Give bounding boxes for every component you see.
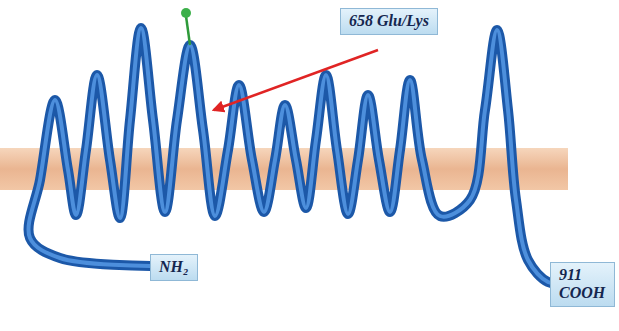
node-label: 911 COOH <box>559 266 605 303</box>
terminus-label: 911 COOH <box>550 262 615 307</box>
terminus-label: NH₂ <box>150 254 198 281</box>
node-label: 658 Glu/Lys <box>349 12 429 30</box>
glycosylation-dot <box>181 8 191 18</box>
leader-arrow <box>214 50 378 110</box>
chain-tube <box>28 28 562 283</box>
protein-chain <box>28 28 562 283</box>
node-label: NH₂ <box>159 258 189 276</box>
residue-callout: 658 Glu/Lys <box>340 8 438 35</box>
glycosylation-stick <box>186 16 190 45</box>
chain-highlight <box>28 28 562 283</box>
